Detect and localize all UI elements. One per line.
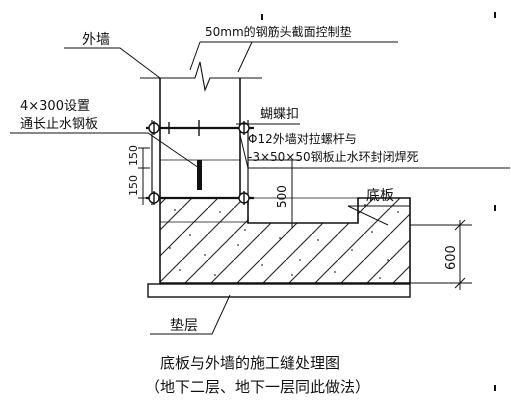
caption-title: 底板与外墙的施工缝处理图 — [160, 354, 340, 372]
aggregate-dots — [169, 204, 399, 279]
dim-label-150-top: 150 — [127, 145, 140, 166]
leader-lines — [10, 41, 510, 335]
dim-600 — [410, 219, 472, 290]
label-outer-wall: 外墙 — [82, 32, 110, 48]
caption-subtitle: （地下二层、地下一层同此做法） — [145, 378, 370, 396]
label-tie-bolt-1: Φ12外墙对拉螺杆与 — [248, 131, 357, 146]
bottom-slab — [159, 197, 411, 284]
label-waterstop-1: 4×300设置 — [20, 99, 90, 114]
dim-label-600: 600 — [444, 245, 459, 270]
dim-150 — [138, 147, 150, 205]
label-waterstop-2: 通长止水钢板 — [20, 117, 98, 132]
water-stop-plate — [197, 160, 202, 190]
wall-break-line — [140, 61, 262, 92]
label-rebar-spacer: 50mm的钢筋头截面控制垫 — [205, 24, 352, 39]
dim-label-150-bottom: 150 — [127, 175, 140, 196]
dim-label-500: 500 — [275, 185, 289, 208]
label-tie-bolt-2: -3×50×50钢板止水环封闭焊死 — [248, 149, 419, 164]
dim-500 — [248, 159, 300, 228]
label-bottom-slab: 底板 — [366, 188, 394, 204]
label-cushion-layer: 垫层 — [170, 318, 198, 334]
label-butterfly-clip: 蝴蝶扣 — [260, 107, 299, 122]
cushion-layer — [147, 283, 411, 298]
